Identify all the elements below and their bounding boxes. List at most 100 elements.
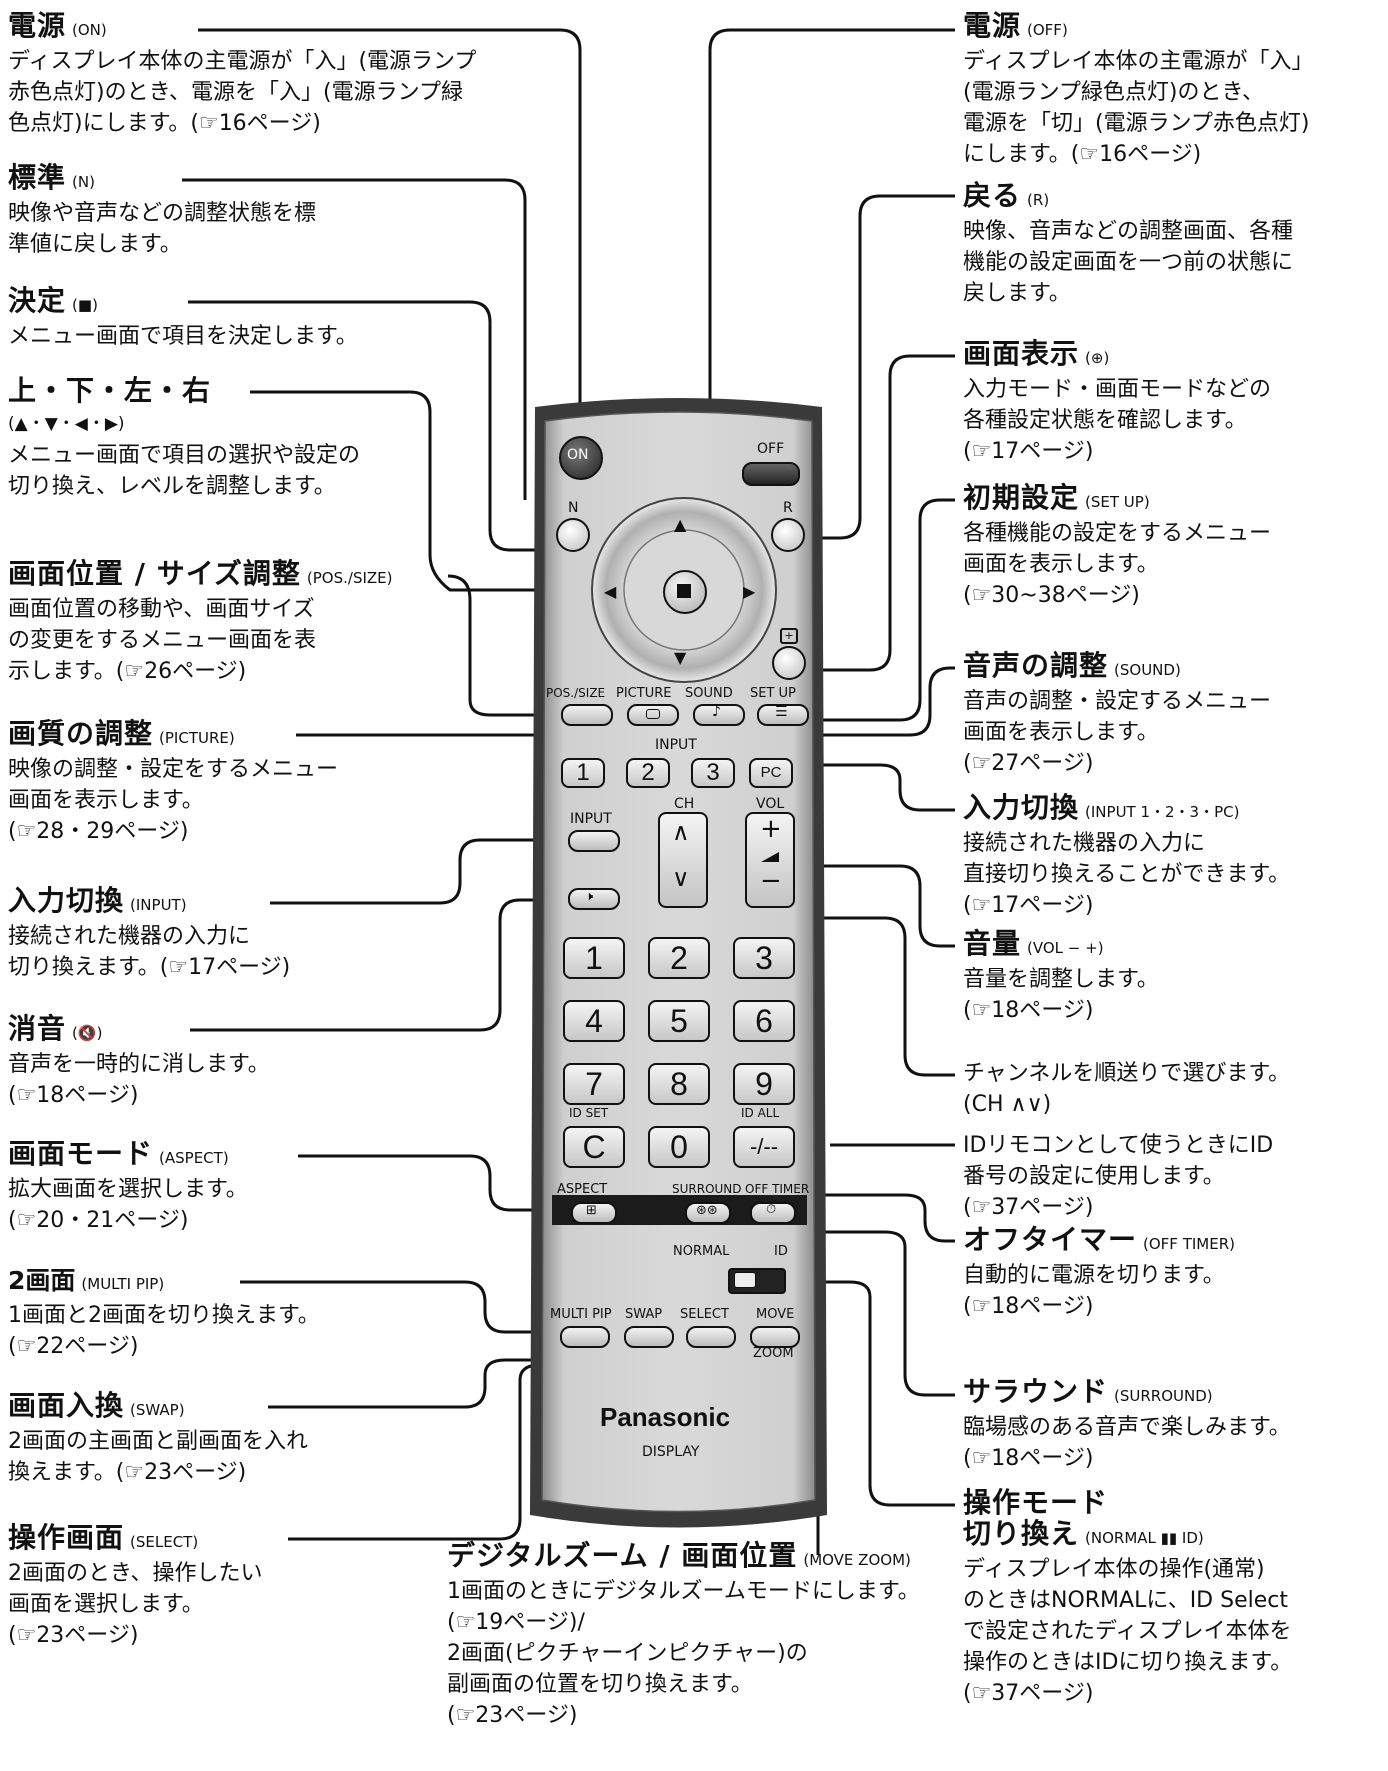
- num-dash-button[interactable]: -/--: [733, 1126, 795, 1168]
- num-9-button[interactable]: 9: [733, 1063, 795, 1105]
- ch-rocker[interactable]: ∧ ∨: [658, 812, 708, 908]
- label-enter: 決定(■) メニュー画面で項目を決定します。: [8, 285, 358, 352]
- aspect-button[interactable]: ⊞: [571, 1202, 617, 1224]
- vol-rocker[interactable]: + −: [745, 812, 795, 908]
- label-r-desc-1: 映像、音声などの調整画面、各種: [963, 219, 1294, 244]
- num-6-button[interactable]: 6: [733, 1000, 795, 1042]
- label-vol: 音量(VOL − +) 音量を調整します。 (☞18ページ): [963, 928, 1159, 1026]
- label-ch-desc-2: (CH ∧∨): [963, 1092, 1052, 1117]
- mute-button[interactable]: 🕨: [568, 888, 620, 910]
- label-inputsel-title: 入力切換: [963, 791, 1080, 824]
- label-arrows-title: 上・下・左・右: [8, 374, 212, 407]
- down-arrow-icon[interactable]: ▼: [674, 648, 687, 667]
- vol-label: VOL: [756, 796, 785, 812]
- id-label: ID: [774, 1244, 788, 1259]
- sound-button[interactable]: ♪: [693, 704, 745, 726]
- line-mode: [785, 1280, 955, 1507]
- label-sound-desc-3: (☞27ページ): [963, 751, 1094, 776]
- input-button[interactable]: [568, 830, 620, 852]
- label-inputsel-desc-2: 直接切り換えることができます。: [963, 862, 1291, 887]
- setup-button[interactable]: ☰: [757, 704, 809, 726]
- label-multipip-desc-1: 1画面と2画面を切り換えます。: [8, 1303, 320, 1328]
- num-2-button[interactable]: 2: [648, 937, 710, 979]
- label-off-desc-2: (電源ランプ緑色点灯)のとき、: [963, 80, 1264, 105]
- input-pc-button[interactable]: PC: [749, 758, 793, 788]
- vol-plus-icon[interactable]: +: [760, 814, 782, 844]
- num-5-button[interactable]: 5: [648, 1000, 710, 1042]
- multipip-button[interactable]: [560, 1326, 610, 1348]
- line-enter: [188, 300, 686, 552]
- label-r: 戻る(R) 映像、音声などの調整画面、各種 機能の設定画面を一つ前の状態に 戻し…: [963, 180, 1293, 309]
- label-picture-key: PICTURE: [164, 729, 229, 747]
- label-picture-desc-1: 映像の調整・設定をするメニュー: [8, 757, 339, 782]
- swap-button[interactable]: [624, 1326, 674, 1348]
- label-on-desc-2: 赤色点灯)のとき、電源を「入」(電源ランプ緑: [8, 80, 463, 105]
- swap-label: SWAP: [625, 1307, 663, 1322]
- label-aspect-desc-2: (☞20・21ページ): [8, 1208, 189, 1233]
- enter-button[interactable]: [663, 570, 707, 614]
- num-7-button[interactable]: 7: [563, 1063, 625, 1105]
- possize-button[interactable]: [561, 704, 613, 726]
- select-label: SELECT: [680, 1307, 729, 1322]
- n-button[interactable]: [556, 518, 590, 552]
- ch-up-icon[interactable]: ∧: [672, 818, 690, 846]
- right-arrow-icon[interactable]: ▶: [743, 582, 756, 601]
- label-vol-desc-1: 音量を調整します。: [963, 967, 1159, 992]
- num-c-button[interactable]: C: [563, 1126, 625, 1168]
- recall-button[interactable]: [772, 646, 806, 680]
- input-label: INPUT: [570, 811, 612, 827]
- enter-square-icon: [677, 584, 691, 598]
- num-3-button[interactable]: 3: [733, 937, 795, 979]
- input-2-button[interactable]: 2: [626, 758, 670, 788]
- label-off-desc-3: 電源を「切」(電源ランプ赤色点灯): [963, 111, 1310, 136]
- vol-minus-icon[interactable]: −: [760, 866, 782, 896]
- label-input-desc-2: 切り換えます。(☞17ページ): [8, 955, 291, 980]
- label-mode-desc-3: で設定されたディスプレイ本体を: [963, 1619, 1292, 1644]
- input-1-button[interactable]: 1: [561, 758, 605, 788]
- label-mute-key: 🔇: [77, 1024, 97, 1042]
- label-move-desc-3: 2画面(ピクチャーインピクチャー)の: [447, 1641, 808, 1666]
- label-multipip-key: MULTI PIP: [87, 1275, 159, 1293]
- left-arrow-icon[interactable]: ◀: [604, 582, 617, 601]
- offtimer-button[interactable]: ⏱: [750, 1202, 796, 1224]
- ch-down-icon[interactable]: ∨: [672, 864, 690, 892]
- label-mode-title2: 切り換え: [963, 1517, 1080, 1550]
- label-input-title: 入力切換: [8, 884, 125, 917]
- on-button[interactable]: [559, 436, 603, 480]
- num-8-button[interactable]: 8: [648, 1063, 710, 1105]
- r-button[interactable]: [771, 518, 805, 552]
- surround-button[interactable]: ⊛⊛: [685, 1202, 731, 1224]
- num-1-button[interactable]: 1: [563, 937, 625, 979]
- input-3-button[interactable]: 3: [691, 758, 735, 788]
- label-aspect-title: 画面モード: [8, 1137, 154, 1170]
- line-recall: [800, 354, 955, 672]
- label-on: 電源(ON) ディスプレイ本体の主電源が「入」(電源ランプ 赤色点灯)のとき、電…: [8, 10, 476, 139]
- up-arrow-icon[interactable]: ▲: [674, 515, 687, 534]
- num-4-button[interactable]: 4: [563, 1000, 625, 1042]
- label-offtimer: オフタイマー(OFF TIMER) 自動的に電源を切ります。 (☞18ページ): [963, 1224, 1241, 1322]
- move-label: MOVE: [756, 1307, 795, 1322]
- label-multipip-desc-2: (☞22ページ): [8, 1334, 139, 1359]
- label-swap-key: SWAP: [135, 1401, 179, 1419]
- label-setup-title: 初期設定: [963, 481, 1080, 514]
- select-button[interactable]: [686, 1326, 736, 1348]
- label-on-desc-3: 色点灯)にします。(☞16ページ): [8, 111, 321, 136]
- label-idremote-desc-3: (☞37ページ): [963, 1195, 1094, 1220]
- label-swap-desc-2: 換えます。(☞23ページ): [8, 1460, 247, 1485]
- label-on-desc-1: ディスプレイ本体の主電源が「入」(電源ランプ: [8, 49, 477, 74]
- picture-button[interactable]: [627, 704, 679, 726]
- label-possize-desc-2: の変更をするメニュー画面を表: [8, 628, 317, 653]
- multipip-label: MULTI PIP: [550, 1307, 612, 1322]
- num-0-button[interactable]: 0: [648, 1126, 710, 1168]
- label-input-desc-1: 接続された機器の入力に: [8, 924, 251, 949]
- mode-slide-switch[interactable]: [728, 1268, 786, 1294]
- r-button-label: R: [783, 500, 793, 516]
- move-zoom-button[interactable]: [750, 1326, 800, 1348]
- off-button[interactable]: [742, 462, 800, 486]
- label-possize-desc-1: 画面位置の移動や、画面サイズ: [8, 597, 315, 622]
- label-vol-key: VOL − +: [1032, 939, 1098, 957]
- label-n-title: 標準: [8, 161, 67, 194]
- label-multipip: 2画面(MULTI PIP) 1画面と2画面を切り換えます。 (☞22ページ): [8, 1265, 320, 1362]
- label-recall-desc-3: (☞17ページ): [963, 439, 1094, 464]
- label-mute-desc-1: 音声を一時的に消します。: [8, 1052, 270, 1077]
